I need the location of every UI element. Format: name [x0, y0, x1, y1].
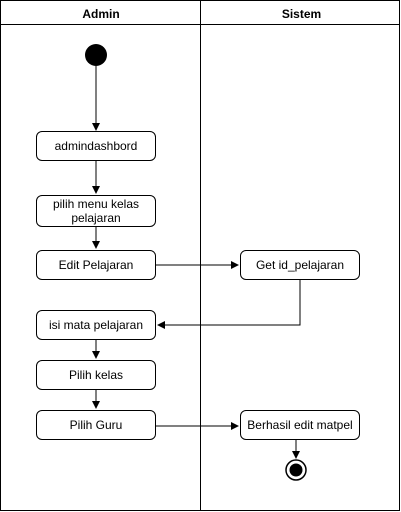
- activity-get-id-pelajaran: Get id_pelajaran: [240, 250, 360, 280]
- activity-pilih-guru: Pilih Guru: [36, 410, 156, 440]
- activity-isi-mata-pelajaran: isi mata pelajaran: [36, 310, 156, 340]
- activity-admindashbord: admindashbord: [36, 131, 156, 161]
- lane-divider: [200, 0, 201, 511]
- lane-title-admin: Admin: [82, 7, 120, 21]
- edge-get-id-to-isi-mata: [157, 280, 301, 329]
- end-node-inner: [289, 463, 303, 477]
- header-divider: [0, 24, 400, 25]
- start-node: [85, 44, 107, 66]
- activity-berhasil-edit-matpel: Berhasil edit matpel: [240, 410, 360, 440]
- activity-pilih-menu: pilih menu kelas pelajaran: [36, 195, 156, 227]
- lane-title-sistem: Sistem: [281, 7, 322, 21]
- activity-pilih-kelas: Pilih kelas: [36, 360, 156, 390]
- activity-edit-pelajaran: Edit Pelajaran: [36, 250, 156, 280]
